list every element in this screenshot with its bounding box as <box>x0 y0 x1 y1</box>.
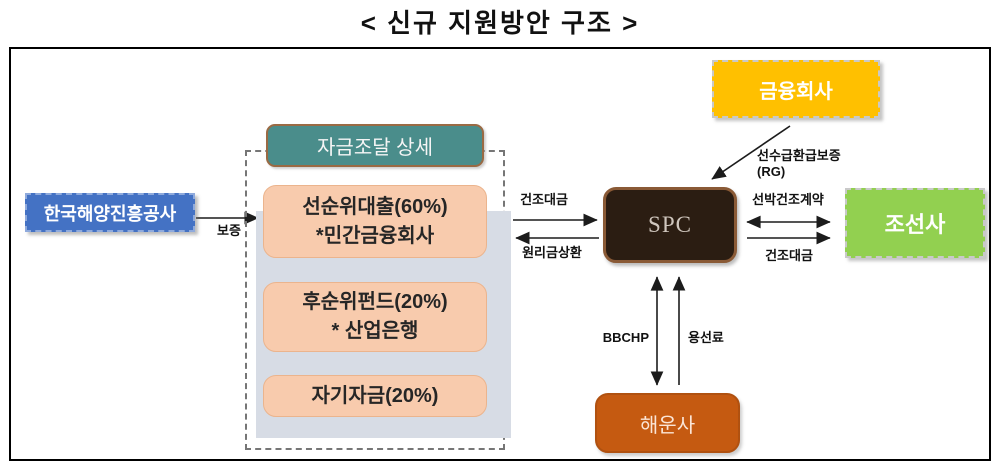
charter-fee-label: 용선료 <box>688 330 724 345</box>
funding-detail-header-label: 자금조달 상세 <box>317 137 433 159</box>
shipping-company-label: 해운사 <box>639 414 696 437</box>
shipping-company-box: 해운사 <box>595 393 740 453</box>
subordinated-fund-line1: 후순위펀드(20%) <box>302 291 448 313</box>
repayment-label: 원리금상환 <box>522 245 582 260</box>
senior-loan-line2: *민간금융회사 <box>315 224 435 247</box>
diagram-frame: 자금조달 상세 선순위대출(60%) *민간금융회사 후순위펀드(20%) * … <box>9 47 991 461</box>
bbchp-label: BBCHP <box>602 330 649 345</box>
spc-label: SPC <box>648 212 692 237</box>
refund-guarantee-line2: (RG) <box>757 164 786 180</box>
khoc-box: 한국해양진흥공사 <box>25 193 195 232</box>
subordinated-fund-box: 후순위펀드(20%) * 산업은행 <box>263 282 487 352</box>
refund-guarantee-label: 선수급환급보증 (RG) <box>757 148 841 181</box>
own-capital-label: 자기자금(20%) <box>311 384 439 407</box>
spc-box: SPC <box>603 187 737 263</box>
subordinated-fund-line2: * 산업은행 <box>331 320 419 342</box>
own-capital-box: 자기자금(20%) <box>263 375 487 417</box>
diagram-title: < 신규 지원방안 구조 > <box>360 8 640 38</box>
senior-loan-box: 선순위대출(60%) *민간금융회사 <box>263 185 487 258</box>
funding-detail-header: 자금조달 상세 <box>266 124 484 167</box>
financial-company-label: 금융회사 <box>759 80 833 103</box>
senior-loan-line1: 선순위대출(60%) <box>302 195 448 218</box>
shipbuilding-contract-label: 선박건조계약 <box>752 192 824 207</box>
khoc-label: 한국해양진흥공사 <box>43 203 177 224</box>
refund-guarantee-line1: 선수급환급보증 <box>757 148 841 163</box>
shipbuilder-label: 조선사 <box>884 212 946 237</box>
financial-company-box: 금융회사 <box>712 60 880 118</box>
shipbuilder-box: 조선사 <box>845 188 985 258</box>
construction-payment-label: 건조대금 <box>520 192 568 207</box>
guarantee-label: 보증 <box>217 223 241 238</box>
construction-payment-right-label: 건조대금 <box>765 248 813 263</box>
